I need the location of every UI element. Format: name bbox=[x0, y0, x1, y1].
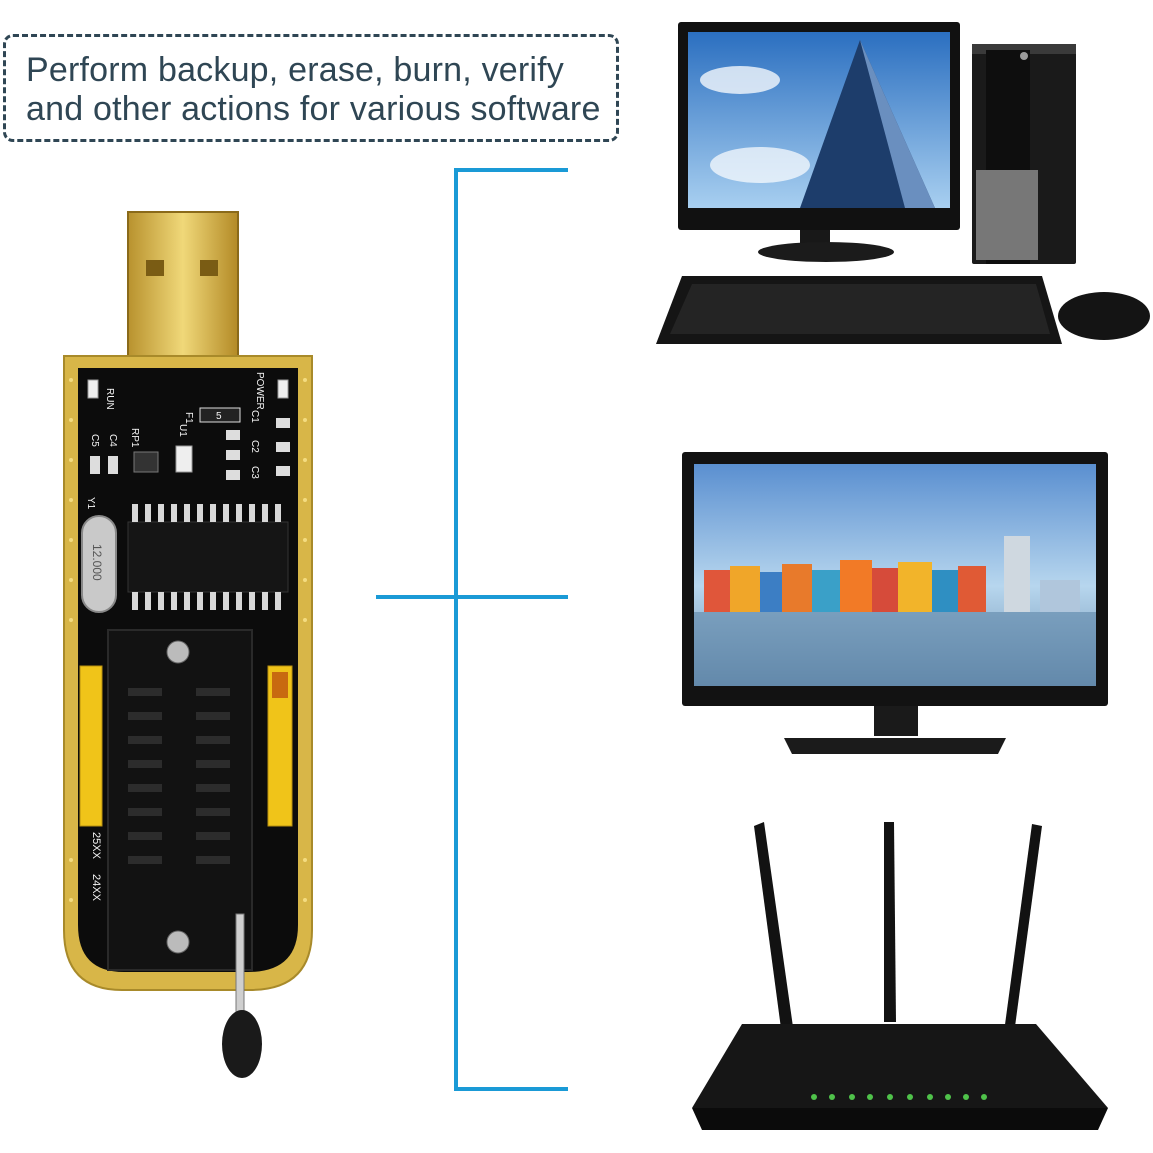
label-c3: C3 bbox=[249, 466, 260, 479]
crystal-oscillator bbox=[81, 515, 117, 613]
label-24xx: 24XX bbox=[90, 874, 102, 902]
label-power: POWER bbox=[254, 372, 265, 410]
antenna-middle bbox=[884, 822, 896, 1022]
chip-socket bbox=[107, 629, 253, 971]
label-rp1: RP1 bbox=[129, 428, 140, 448]
screen-water bbox=[694, 612, 1096, 686]
desktop-tower bbox=[972, 44, 1076, 264]
pin-header-right bbox=[267, 665, 293, 827]
label-c1: C1 bbox=[249, 410, 260, 423]
router-body bbox=[692, 1024, 1108, 1108]
antenna-right bbox=[1004, 824, 1042, 1034]
label-c4: C4 bbox=[107, 434, 118, 447]
label-f1-value: 5 bbox=[216, 411, 222, 422]
desktop-monitor bbox=[678, 22, 960, 262]
caption-line-2: and other actions for various software bbox=[26, 90, 601, 128]
label-y1: Y1 bbox=[85, 497, 96, 510]
ch341a-chip bbox=[127, 504, 289, 610]
label-c2: C2 bbox=[249, 440, 260, 453]
screen-houses bbox=[704, 536, 1080, 612]
edge-vias bbox=[69, 378, 307, 902]
socket-lever bbox=[222, 913, 262, 1078]
keyboard bbox=[656, 276, 1062, 344]
label-run: RUN bbox=[104, 388, 115, 410]
antenna-left bbox=[754, 822, 794, 1036]
mouse bbox=[1058, 292, 1150, 340]
label-25xx: 25XX bbox=[90, 832, 102, 860]
label-c5: C5 bbox=[89, 434, 100, 447]
caption-box: Perform backup, erase, burn, verify and … bbox=[3, 34, 619, 142]
smd-components bbox=[87, 379, 290, 480]
pin-header-left bbox=[79, 665, 103, 827]
label-crystal-value: 12.000 bbox=[90, 544, 104, 581]
label-f1: F1 bbox=[183, 412, 194, 424]
label-u1: U1 bbox=[177, 424, 188, 437]
caption-line-1: Perform backup, erase, burn, verify bbox=[26, 51, 565, 89]
router-status-leds bbox=[811, 1094, 987, 1100]
